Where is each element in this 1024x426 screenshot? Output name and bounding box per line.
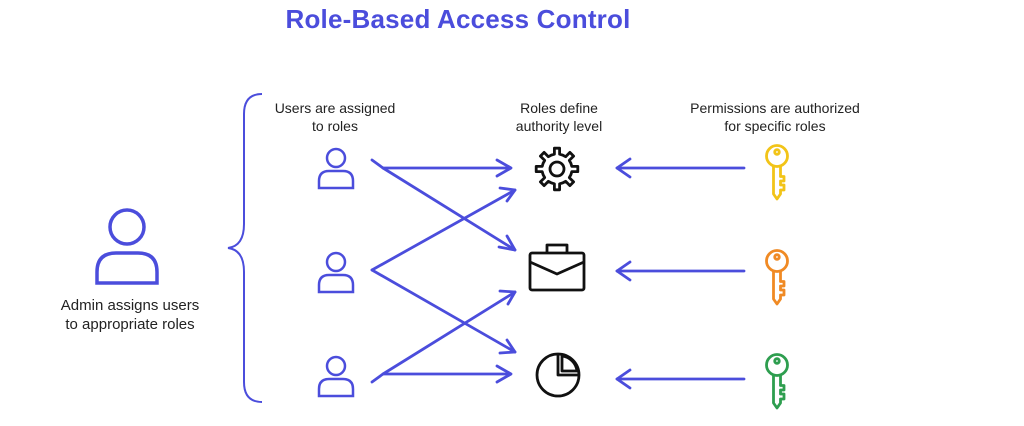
users-label-line-2: to roles xyxy=(312,118,358,134)
arrow-user2-to-gear xyxy=(370,186,517,272)
key-green-icon xyxy=(765,353,789,410)
diagram-title: Role-Based Access Control xyxy=(285,4,631,34)
users-label: Users are assigned to roles xyxy=(245,99,425,135)
gear-icon xyxy=(534,146,580,192)
admin-label-line-2: to appropriate roles xyxy=(65,316,195,333)
users-label-line-1: Users are assigned xyxy=(274,100,396,116)
arrow-user2-to-pie xyxy=(370,268,517,355)
key-yellow-icon xyxy=(765,144,789,201)
arrow-user3-to-briefcase xyxy=(381,289,517,376)
admin-label: Admin assigns users to appropriate roles xyxy=(30,296,230,334)
arrow-key2-to-briefcase xyxy=(615,260,746,282)
roles-label: Roles define authority level xyxy=(474,99,644,135)
admin-label-line-1: Admin assigns users xyxy=(60,297,200,314)
key-orange-icon xyxy=(765,249,789,306)
permissions-label-line-1: Permissions are authorized xyxy=(690,100,860,116)
grouping-brace xyxy=(227,93,263,403)
briefcase-icon xyxy=(528,243,586,292)
roles-label-line-2: authority level xyxy=(515,118,603,134)
admin-user-icon xyxy=(95,208,159,285)
arrow-user3-to-pie xyxy=(370,364,513,384)
roles-label-line-1: Roles define xyxy=(520,100,598,116)
user-1-icon xyxy=(317,147,355,190)
arrow-user1-to-briefcase xyxy=(381,166,517,252)
user-3-icon xyxy=(317,355,355,398)
arrow-key1-to-gear xyxy=(615,157,746,179)
permissions-label-line-2: for specific roles xyxy=(724,118,826,134)
arrow-key3-to-pie xyxy=(615,368,746,390)
user-2-icon xyxy=(317,251,355,294)
pie-chart-icon xyxy=(535,352,581,398)
permissions-label: Permissions are authorized for specific … xyxy=(660,99,890,135)
